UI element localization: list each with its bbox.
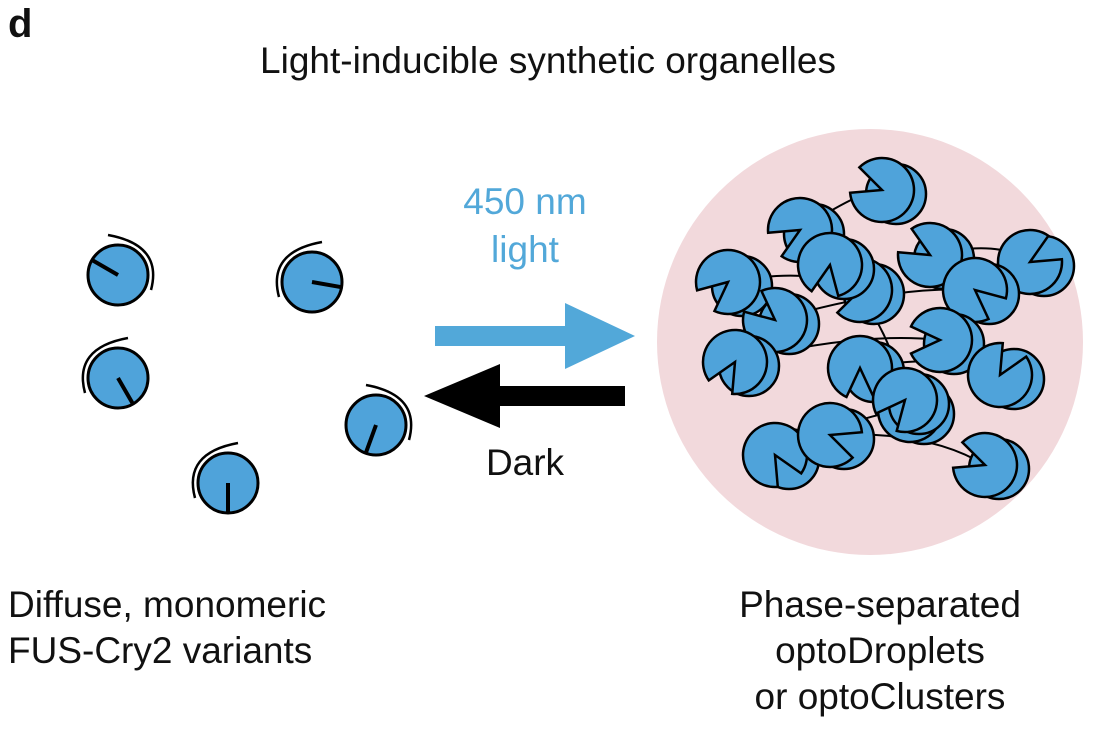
pacman-body bbox=[966, 341, 1034, 409]
cluster-protein bbox=[871, 366, 951, 436]
tail bbox=[191, 441, 239, 499]
panel-letter: d bbox=[8, 2, 33, 46]
tail bbox=[275, 240, 323, 298]
tail bbox=[107, 233, 155, 291]
cluster-protein bbox=[701, 328, 781, 398]
tick bbox=[116, 377, 135, 405]
left-caption-line2: FUS-Cry2 variants bbox=[8, 630, 313, 671]
tail bbox=[81, 336, 129, 394]
light-label: 450 nm light bbox=[420, 178, 630, 274]
right-caption-line3: or optoClusters bbox=[754, 676, 1006, 717]
right-caption-line2: optoDroplets bbox=[775, 630, 985, 671]
tick bbox=[311, 280, 342, 290]
light-arrow bbox=[435, 303, 635, 369]
pacman-body bbox=[694, 248, 762, 316]
left-caption-line1: Diffuse, monomeric bbox=[8, 584, 327, 625]
monomer bbox=[344, 383, 413, 457]
cluster-protein bbox=[796, 401, 876, 471]
pacman-body bbox=[951, 431, 1019, 499]
cluster-protein bbox=[796, 231, 876, 301]
pacman-body bbox=[871, 366, 939, 434]
cluster-protein bbox=[951, 431, 1031, 501]
cluster-protein bbox=[848, 156, 928, 226]
dark-arrow bbox=[424, 364, 625, 428]
cluster-protein bbox=[966, 341, 1046, 411]
tick bbox=[363, 424, 378, 454]
pacman-body bbox=[796, 401, 864, 469]
pacman-body bbox=[848, 156, 916, 224]
tick bbox=[91, 258, 120, 277]
monomer bbox=[275, 240, 344, 314]
pacman-body bbox=[909, 306, 974, 374]
monomer bbox=[191, 441, 260, 515]
left-caption: Diffuse, monomeric FUS-Cry2 variants bbox=[8, 582, 326, 674]
figure-title: Light-inducible synthetic organelles bbox=[260, 40, 836, 81]
pacman-body bbox=[796, 231, 864, 298]
tail bbox=[365, 383, 413, 441]
cluster-group bbox=[694, 156, 1076, 501]
monomer bbox=[86, 233, 155, 307]
pacman-body bbox=[701, 328, 769, 396]
cluster-protein bbox=[909, 306, 986, 376]
right-caption-line1: Phase-separated bbox=[739, 584, 1021, 625]
monomer bbox=[81, 336, 150, 410]
dark-label: Dark bbox=[485, 442, 565, 483]
light-label-line2: light bbox=[491, 229, 559, 270]
right-caption: Phase-separated optoDroplets or optoClus… bbox=[640, 582, 1096, 720]
monomer-group bbox=[81, 233, 413, 515]
light-label-line1: 450 nm bbox=[463, 181, 587, 222]
cluster-protein bbox=[694, 248, 774, 318]
